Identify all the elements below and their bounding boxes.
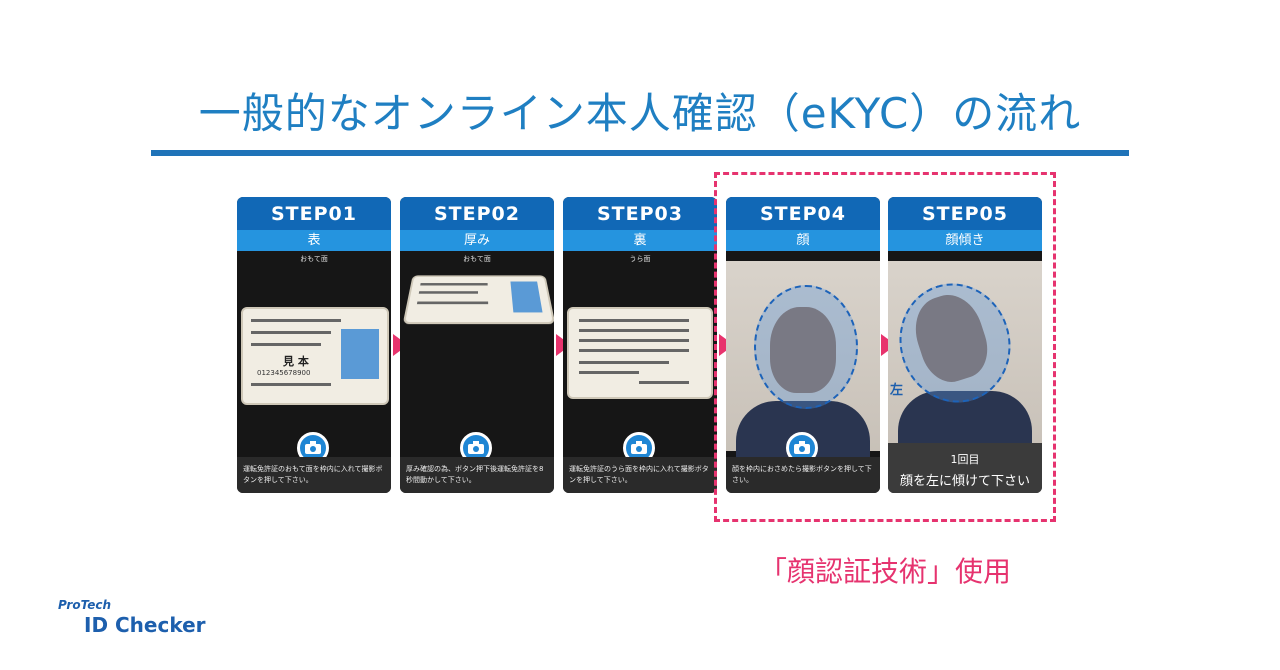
face-guide-oval bbox=[754, 285, 858, 409]
step-instruction: 顔を枠内におさめたら撮影ボタンを押して下さい。 bbox=[726, 457, 880, 493]
step-number: STEP04 bbox=[726, 197, 880, 230]
step-hint: うら面 bbox=[629, 255, 651, 263]
license-name: 見 本 bbox=[283, 355, 309, 368]
license-number: 012345678900 bbox=[257, 369, 311, 377]
step-label: 顔 bbox=[726, 230, 880, 251]
step-card-3: STEP03 裏 うら面 運転免許証のうら面を枠内に入れて撮影ボタンを押して下さ… bbox=[563, 197, 717, 493]
page-title: 一般的なオンライン本人確認（eKYC）の流れ bbox=[198, 89, 1082, 138]
step-hint: おもて面 bbox=[300, 255, 328, 263]
step-hint: おもて面 bbox=[463, 255, 491, 263]
attempt-count: 1回目 bbox=[950, 453, 980, 466]
step-instruction: 顔を左に傾けて下さい bbox=[899, 474, 1030, 489]
step-card-4: STEP04 顔 顔を枠内におさめたら撮影ボタンを押して下さい。 bbox=[726, 197, 880, 493]
step-card-2: STEP02 厚み おもて面 厚み確認の為、ボタン押下後運転免許証を8秒間動かし… bbox=[400, 197, 554, 493]
step-label: 表 bbox=[237, 230, 391, 251]
license-front-image: 見 本 012345678900 bbox=[241, 307, 389, 405]
portrait-placeholder-icon bbox=[341, 329, 379, 379]
step-number: STEP01 bbox=[237, 197, 391, 230]
license-tilted-image bbox=[402, 275, 554, 325]
face-tilt-camera-view: 左 bbox=[888, 261, 1042, 451]
title-underline bbox=[151, 150, 1129, 156]
tilt-direction-label: 左 bbox=[890, 383, 904, 398]
license-back-image bbox=[567, 307, 713, 399]
face-recognition-highlight bbox=[714, 172, 1056, 522]
step-label: 厚み bbox=[400, 230, 554, 251]
step-number: STEP03 bbox=[563, 197, 717, 230]
step-instruction: 運転免許証のおもて面を枠内に入れて撮影ボタンを押して下さい。 bbox=[237, 457, 391, 493]
logo-brand: ProTech bbox=[58, 598, 112, 612]
tilt-instruction-panel: 1回目 顔を左に傾けて下さい bbox=[888, 443, 1042, 493]
step-number: STEP02 bbox=[400, 197, 554, 230]
step-card-5: STEP05 顔傾き 左 1回目 顔を左に傾けて下さい bbox=[888, 197, 1042, 493]
step-card-1: STEP01 表 おもて面 見 本 012345678900 運転免許証のおもて… bbox=[237, 197, 391, 493]
step-instruction: 運転免許証のうら面を枠内に入れて撮影ボタンを押して下さい。 bbox=[563, 457, 717, 493]
step-number: STEP05 bbox=[888, 197, 1042, 230]
step-label: 顔傾き bbox=[888, 230, 1042, 251]
highlight-caption: 「顔認証技術」使用 bbox=[758, 555, 1011, 588]
step-instruction: 厚み確認の為、ボタン押下後運転免許証を8秒間動かして下さい。 bbox=[400, 457, 554, 493]
portrait-placeholder-icon bbox=[510, 281, 543, 313]
step-label: 裏 bbox=[563, 230, 717, 251]
logo-product: ID Checker bbox=[84, 613, 206, 637]
